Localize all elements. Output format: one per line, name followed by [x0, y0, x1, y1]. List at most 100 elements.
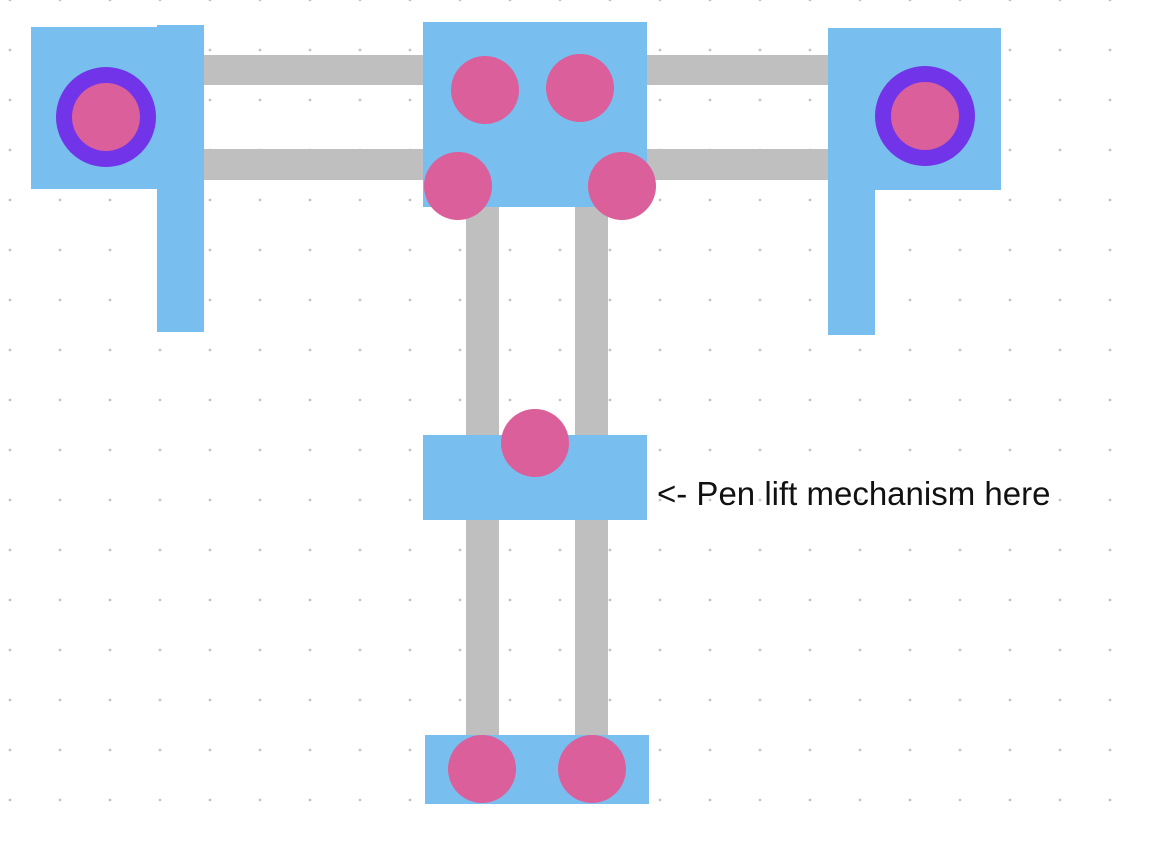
grid-dot — [558, 648, 562, 652]
grid-dot — [208, 298, 212, 302]
grid-dot — [658, 598, 662, 602]
grid-dot — [808, 598, 812, 602]
left-mount-leg — [157, 25, 204, 332]
grid-dot — [858, 548, 862, 552]
grid-dot — [408, 198, 412, 202]
grid-dot — [408, 348, 412, 352]
grid-dot — [808, 0, 812, 2]
grid-dot — [258, 248, 262, 252]
grid-dot — [358, 598, 362, 602]
grid-dot — [608, 598, 612, 602]
grid-dot — [908, 548, 912, 552]
grid-dot — [1008, 298, 1012, 302]
grid-dot — [1058, 448, 1062, 452]
grid-dot — [808, 48, 812, 52]
grid-dot — [708, 798, 712, 802]
grid-dot — [608, 548, 612, 552]
grid-dot — [1108, 448, 1112, 452]
carriage-pulley-top-left — [451, 56, 519, 124]
grid-dot — [808, 198, 812, 202]
grid-dot — [958, 598, 962, 602]
grid-dot — [8, 98, 12, 102]
grid-dot — [1058, 148, 1062, 152]
grid-dot — [958, 748, 962, 752]
grid-dot — [1058, 548, 1062, 552]
grid-dot — [108, 548, 112, 552]
grid-dot — [758, 748, 762, 752]
grid-dot — [258, 798, 262, 802]
grid-dot — [808, 648, 812, 652]
grid-dot — [458, 248, 462, 252]
grid-dot — [658, 298, 662, 302]
pen-lift-block — [423, 409, 647, 520]
grid-dot — [358, 48, 362, 52]
grid-dot — [908, 648, 912, 652]
grid-dot — [508, 648, 512, 652]
grid-dot — [8, 398, 12, 402]
grid-dot — [8, 498, 12, 502]
grid-dot — [308, 348, 312, 352]
grid-dot — [408, 648, 412, 652]
grid-dot — [808, 698, 812, 702]
grid-dot — [108, 798, 112, 802]
grid-dot — [408, 748, 412, 752]
grid-dot — [208, 248, 212, 252]
grid-dot — [758, 0, 762, 2]
grid-dot — [608, 398, 612, 402]
grid-dot — [908, 748, 912, 752]
grid-dot — [158, 698, 162, 702]
grid-dot — [808, 248, 812, 252]
grid-dot — [708, 0, 712, 2]
grid-dot — [8, 298, 12, 302]
grid-dot — [308, 448, 312, 452]
grid-dot — [858, 348, 862, 352]
grid-dot — [8, 698, 12, 702]
grid-dot — [1008, 48, 1012, 52]
grid-dot — [758, 298, 762, 302]
grid-dot — [758, 648, 762, 652]
grid-dot — [858, 598, 862, 602]
grid-dot — [1008, 198, 1012, 202]
grid-dot — [508, 598, 512, 602]
grid-dot — [58, 548, 62, 552]
grid-dot — [358, 398, 362, 402]
grid-dot — [558, 0, 562, 2]
grid-dot — [108, 198, 112, 202]
grid-dot — [908, 448, 912, 452]
grid-dot — [908, 298, 912, 302]
grid-dot — [108, 0, 112, 2]
grid-dot — [1008, 748, 1012, 752]
grid-dot — [1108, 398, 1112, 402]
grid-dot — [808, 798, 812, 802]
grid-dot — [708, 548, 712, 552]
left-motor-pulley — [72, 83, 140, 151]
grid-dot — [1008, 348, 1012, 352]
grid-dot — [358, 248, 362, 252]
grid-dot — [608, 698, 612, 702]
grid-dot — [1108, 698, 1112, 702]
grid-dot — [908, 498, 912, 502]
top-rail-left-upper — [200, 55, 426, 85]
grid-dot — [158, 398, 162, 402]
grid-dot — [958, 248, 962, 252]
grid-dot — [958, 448, 962, 452]
grid-dot — [1008, 98, 1012, 102]
grid-dot — [158, 548, 162, 552]
grid-dot — [8, 0, 12, 2]
grid-dot — [458, 548, 462, 552]
grid-dot — [1108, 648, 1112, 652]
grid-dot — [708, 498, 712, 502]
grid-dot — [208, 698, 212, 702]
grid-dot — [58, 748, 62, 752]
grid-dot — [708, 348, 712, 352]
grid-dot — [408, 398, 412, 402]
grid-dot — [408, 298, 412, 302]
grid-dot — [758, 348, 762, 352]
grid-dot — [258, 0, 262, 2]
grid-dot — [58, 298, 62, 302]
grid-dot — [1108, 348, 1112, 352]
grid-dot — [758, 798, 762, 802]
grid-dot — [258, 748, 262, 752]
grid-dot — [208, 748, 212, 752]
grid-dot — [1108, 148, 1112, 152]
